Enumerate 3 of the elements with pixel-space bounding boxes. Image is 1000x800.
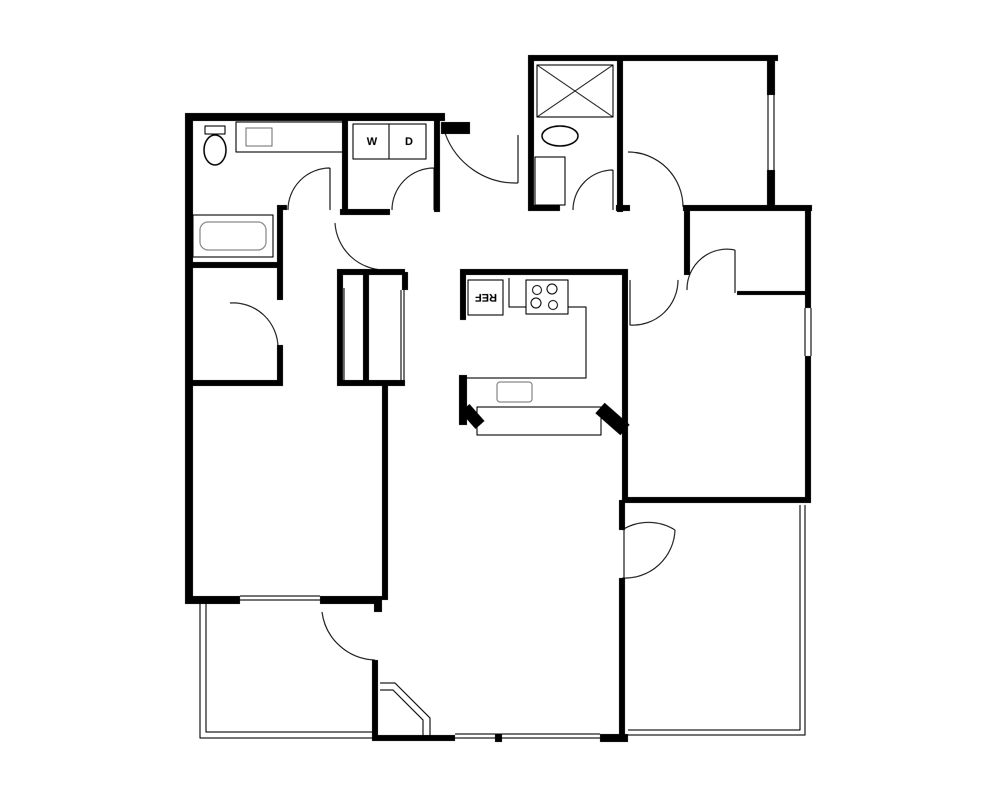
- appliance-label: W: [366, 136, 378, 148]
- appliance-label: REF: [475, 291, 497, 303]
- appliance-label: D: [405, 136, 413, 148]
